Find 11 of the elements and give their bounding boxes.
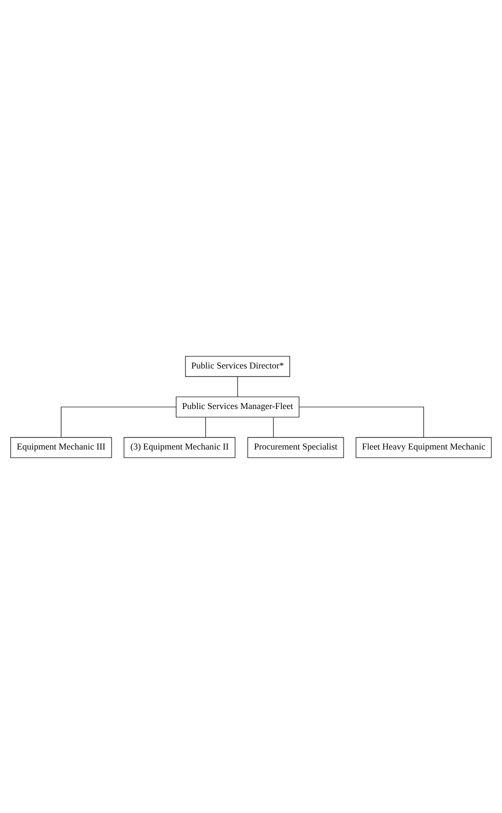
connector (205, 416, 206, 437)
node-box: Fleet Heavy Equipment Mechanic (356, 436, 492, 458)
node-box: Public Services Manager-Fleet (176, 396, 300, 417)
node-box: Equipment Mechanic III (10, 436, 112, 458)
connector (237, 376, 238, 396)
node-box: Procurement Specialist (247, 436, 344, 458)
connector (299, 406, 424, 438)
connector (60, 406, 176, 438)
node-box: Public Services Director* (185, 355, 290, 376)
connector (273, 416, 274, 437)
node-box: (3) Equipment Mechanic II (124, 436, 236, 458)
